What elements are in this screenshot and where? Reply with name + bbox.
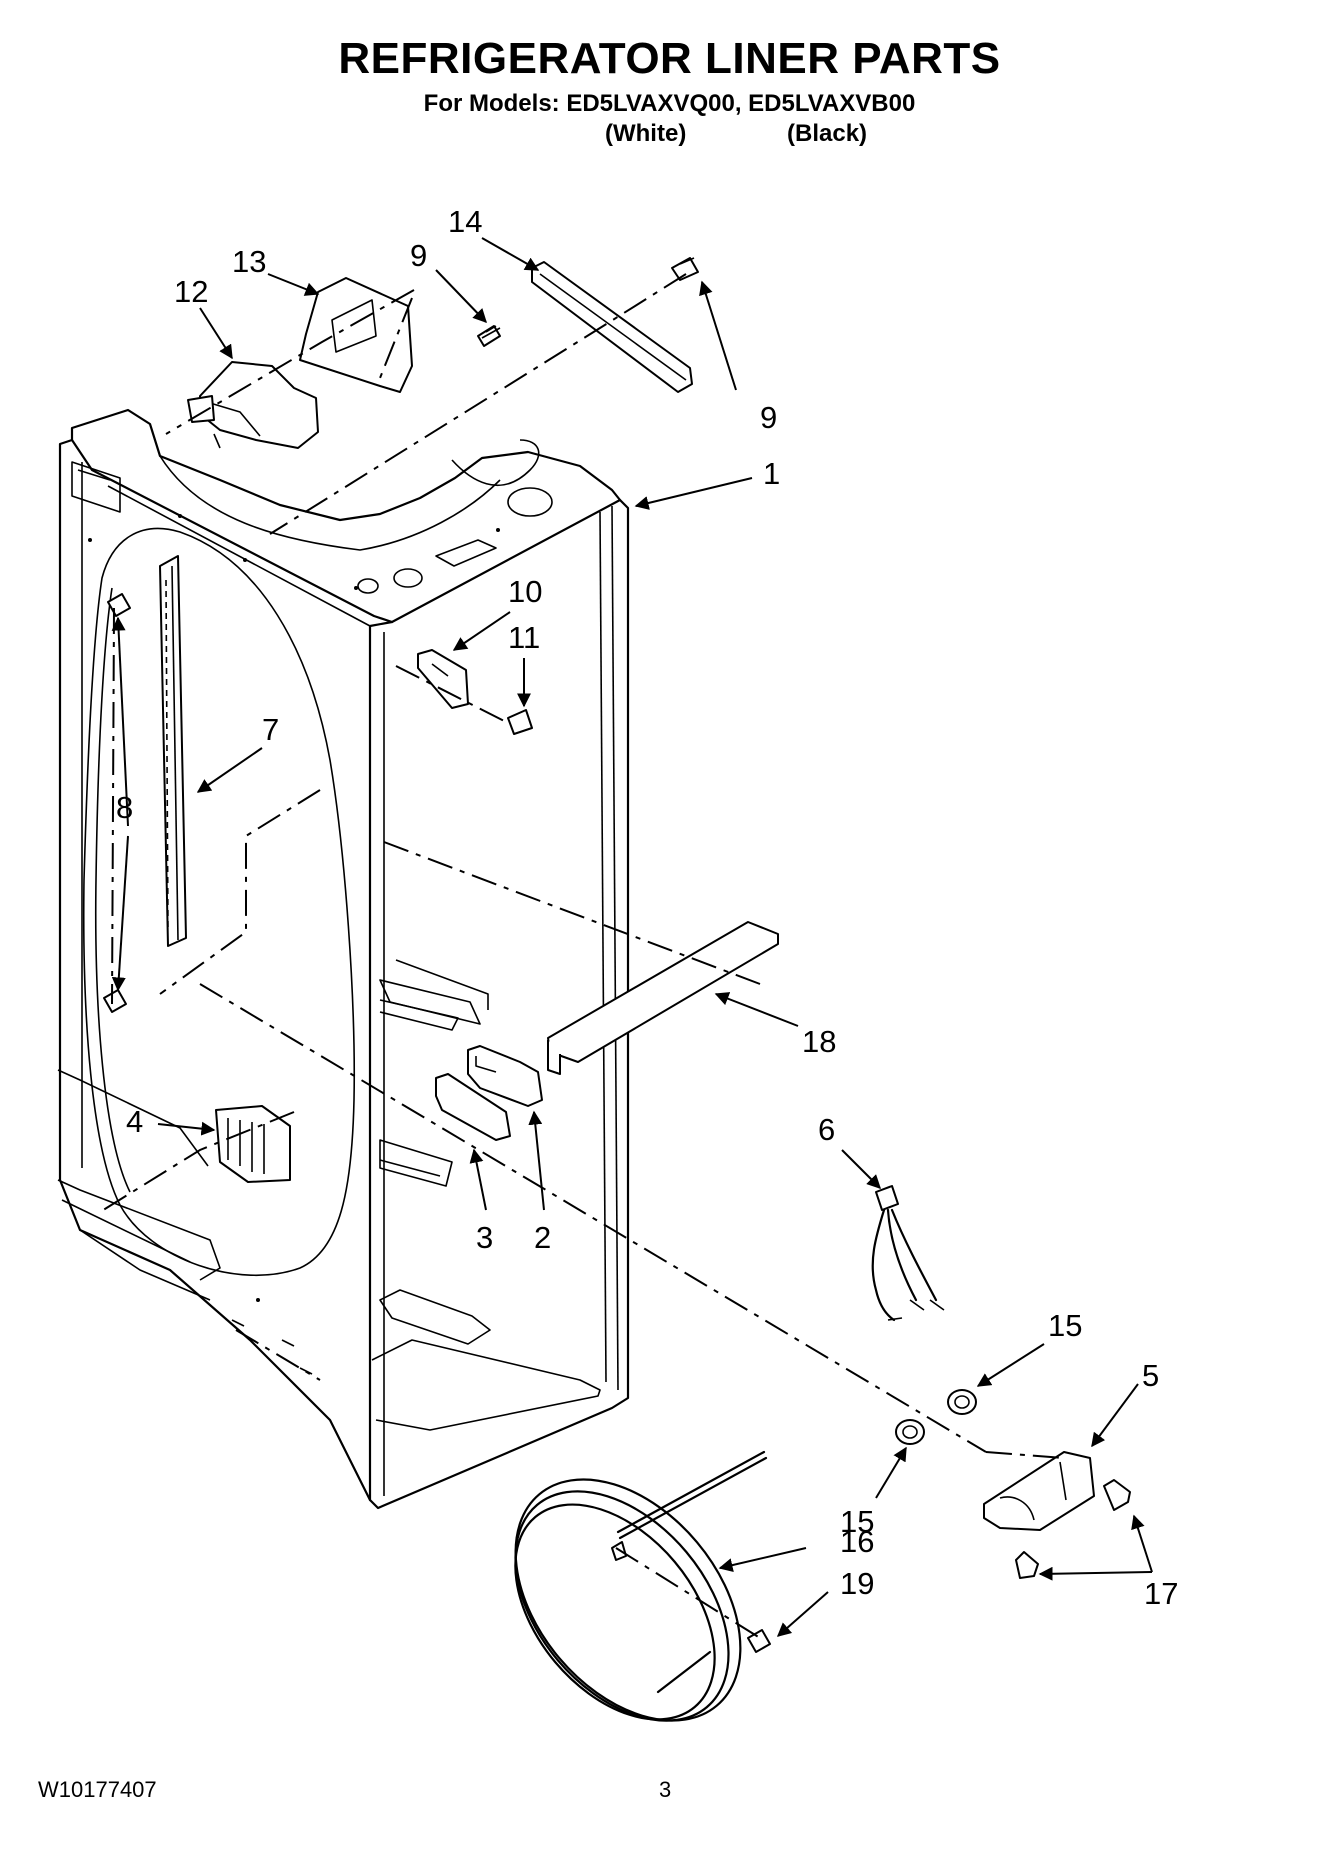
screw-part-9-right	[671, 257, 699, 281]
callout-4: 4	[126, 1104, 143, 1139]
screw-part-9-left	[477, 325, 501, 347]
callout-19: 19	[840, 1566, 874, 1601]
callout-13: 13	[232, 244, 266, 279]
callout-17: 17	[1144, 1576, 1178, 1611]
callout-2: 2	[534, 1220, 551, 1255]
shelf-rail-part-7	[159, 555, 187, 947]
wire-harness-part-6	[871, 1185, 945, 1322]
page-title: REFRIGERATOR LINER PARTS	[338, 34, 1001, 83]
top-trim-part-14	[531, 261, 693, 393]
variant-white-label: (White)	[605, 120, 687, 147]
leader-arrows	[111, 237, 1153, 1637]
callout-6: 6	[818, 1112, 835, 1147]
shelf-support-part-18	[547, 921, 779, 1075]
pin-part-17-upper	[1103, 1479, 1131, 1511]
callout-14: 14	[448, 204, 482, 239]
pin-part-17-lower	[1015, 1551, 1039, 1579]
screw-part-19	[747, 1629, 771, 1653]
screw-part-11	[507, 709, 533, 735]
callout-9-right: 9	[760, 400, 777, 435]
water-tube-coil-part-16	[514, 1450, 768, 1722]
refrigerator-liner	[57, 408, 630, 1510]
callout-16: 16	[840, 1524, 874, 1559]
assembly-lines	[99, 273, 1065, 1639]
grommet-part-15-lower	[895, 1419, 925, 1445]
callout-7: 7	[262, 712, 279, 747]
crisper-control-part-5	[983, 1451, 1095, 1531]
page-number: 3	[659, 1777, 672, 1802]
callout-9-left: 9	[410, 238, 427, 273]
callout-numbers: 1 2 3 4 5 6 7 8 9 9 10 11 12 13 14 15 15…	[116, 204, 1178, 1611]
callout-8: 8	[116, 790, 133, 825]
callout-11: 11	[508, 620, 540, 655]
callout-10: 10	[508, 574, 542, 609]
models-line: For Models: ED5LVAXVQ00, ED5LVAXVB00	[423, 90, 916, 117]
callout-5: 5	[1142, 1358, 1159, 1393]
variant-black-label: (Black)	[787, 120, 868, 147]
callout-18: 18	[802, 1024, 836, 1059]
control-housing-part-12	[187, 361, 319, 449]
bracket-part-10	[417, 649, 469, 709]
clip-part-2	[467, 1045, 543, 1107]
control-bracket-part-13	[299, 277, 413, 393]
callout-3: 3	[476, 1220, 493, 1255]
document-code: W10177407	[38, 1777, 157, 1802]
callout-15-lower: 15	[840, 1504, 874, 1539]
callout-12: 12	[174, 274, 208, 309]
callout-1: 1	[763, 456, 780, 491]
callout-15-upper: 15	[1048, 1308, 1082, 1343]
grommet-part-15-upper	[947, 1389, 977, 1415]
clip-part-3	[435, 1073, 511, 1141]
screw-part-8-lower	[103, 989, 127, 1013]
